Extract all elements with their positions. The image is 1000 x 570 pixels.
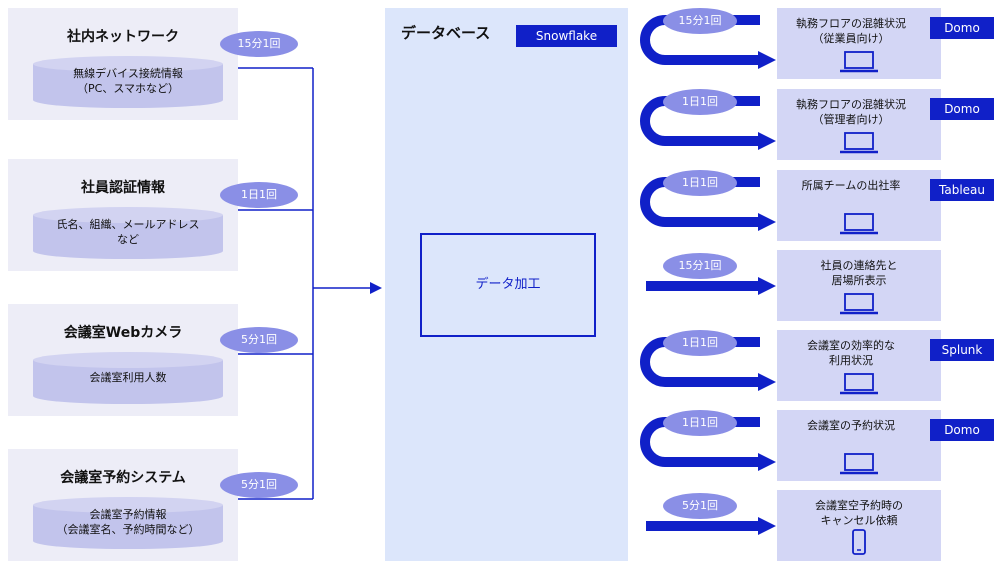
source-title: 社内ネットワーク: [67, 29, 179, 45]
flow-arrow: [646, 277, 776, 295]
flow-arrow: [640, 177, 776, 231]
source-panel: 会議室予約システム 会議室予約情報 （会議室名、予約時間など）: [8, 449, 238, 561]
laptop-icon: [840, 293, 878, 315]
tool-tag: Domo: [930, 98, 994, 120]
frequency-badge: 1日1回: [663, 330, 737, 356]
output-panel: 所属チームの出社率: [777, 170, 941, 241]
frequency-badge: 1日1回: [663, 89, 737, 115]
output-panel: 執務フロアの混雑状況 （管理者向け）: [777, 89, 941, 160]
source-panel: 社内ネットワーク 無線デバイス接続情報 （PC、スマホなど）: [8, 8, 238, 120]
arrow-head-icon: [370, 282, 382, 294]
smartphone-icon: [852, 529, 866, 555]
output-label: 会議室の予約状況: [807, 419, 895, 432]
output-label: 執務フロアの混雑状況 （従業員向け）: [796, 17, 906, 45]
arrow-head-icon: [758, 51, 776, 69]
source-data-label: 氏名、組織、メールアドレス など: [56, 218, 200, 246]
laptop-icon: [840, 213, 878, 235]
frequency-badge: 1日1回: [663, 410, 737, 436]
data-processing-label: データ加工: [475, 277, 541, 292]
output-panel: 会議室空予約時の キャンセル依頼: [777, 490, 941, 561]
output-label: 所属チームの出社率: [801, 179, 901, 192]
database-cylinder-icon: 会議室利用人数: [33, 352, 223, 404]
tool-tag: Domo: [930, 419, 994, 441]
data-processing-box: データ加工: [420, 233, 596, 337]
arrow-head-icon: [758, 277, 776, 295]
output-panel: 会議室の予約状況: [777, 410, 941, 481]
database-cylinder-icon: 氏名、組織、メールアドレス など: [33, 207, 223, 259]
frequency-badge: 15分1回: [220, 31, 298, 57]
database-panel: データベース Snowflake データ加工: [385, 8, 628, 561]
laptop-icon: [840, 453, 878, 475]
source-data-label: 会議室予約情報 （会議室名、予約時間など）: [56, 508, 200, 536]
output-label: 社員の連絡先と 居場所表示: [820, 259, 898, 287]
tool-tag: Tableau: [930, 179, 994, 201]
frequency-badge: 1日1回: [220, 182, 298, 208]
laptop-icon: [840, 132, 878, 154]
database-cylinder-icon: 会議室予約情報 （会議室名、予約時間など）: [33, 497, 223, 549]
output-panel: 会議室の効率的な 利用状況: [777, 330, 941, 401]
flow-arrow: [640, 15, 776, 69]
flow-arrow: [640, 417, 776, 471]
source-title: 社員認証情報: [81, 180, 165, 196]
arrow-head-icon: [758, 132, 776, 150]
output-label: 会議室空予約時の キャンセル依頼: [815, 499, 903, 527]
output-panel: 社員の連絡先と 居場所表示: [777, 250, 941, 321]
laptop-icon: [840, 373, 878, 395]
frequency-badge: 5分1回: [663, 493, 737, 519]
arrow-head-icon: [758, 517, 776, 535]
tool-tag: Splunk: [930, 339, 994, 361]
frequency-badge: 1日1回: [663, 170, 737, 196]
source-panel: 社員認証情報 氏名、組織、メールアドレス など: [8, 159, 238, 271]
source-title: 会議室予約システム: [60, 470, 186, 486]
output-label: 会議室の効率的な 利用状況: [807, 339, 895, 367]
source-data-label: 会議室利用人数: [89, 371, 167, 384]
flow-arrow: [646, 517, 776, 535]
frequency-badge: 15分1回: [663, 8, 737, 34]
source-panel: 会議室Webカメラ 会議室利用人数: [8, 304, 238, 416]
arrow-head-icon: [758, 373, 776, 391]
database-title: データベース: [401, 24, 491, 42]
frequency-badge: 5分1回: [220, 472, 298, 498]
frequency-badge: 5分1回: [220, 327, 298, 353]
snowflake-tag: Snowflake: [516, 25, 617, 47]
source-title: 会議室Webカメラ: [63, 325, 183, 341]
output-label: 執務フロアの混雑状況 （管理者向け）: [796, 98, 906, 126]
output-panel: 執務フロアの混雑状況 （従業員向け）: [777, 8, 941, 79]
arrow-head-icon: [758, 453, 776, 471]
flow-arrow: [640, 96, 776, 150]
laptop-icon: [840, 51, 878, 73]
source-data-label: 無線デバイス接続情報 （PC、スマホなど）: [73, 67, 183, 95]
flow-arrow: [640, 337, 776, 391]
arrow-head-icon: [758, 213, 776, 231]
tool-tag: Domo: [930, 17, 994, 39]
frequency-badge: 15分1回: [663, 253, 737, 279]
database-cylinder-icon: 無線デバイス接続情報 （PC、スマホなど）: [33, 56, 223, 108]
